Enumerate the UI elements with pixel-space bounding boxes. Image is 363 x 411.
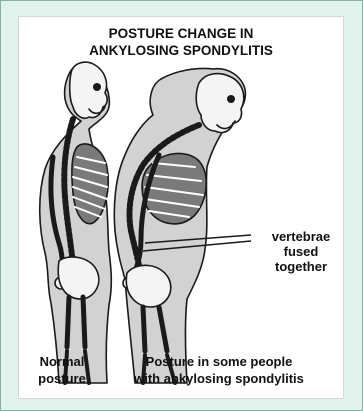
callout-line-1: vertebrae fused [253, 229, 349, 259]
normal-caption-line-2: posture [31, 370, 93, 387]
affected-caption-line-1: Posture in some people [109, 353, 329, 370]
affected-eye-socket [227, 95, 235, 103]
affected-posture-caption: Posture in some people with ankylosing s… [109, 353, 329, 387]
normal-caption-line-1: Normal [31, 353, 93, 370]
affected-caption-line-2: with ankylosing spondylitis [109, 370, 329, 387]
normal-posture-figure [40, 62, 112, 383]
fused-vertebrae-label: vertebrae fused together [253, 229, 349, 274]
affected-posture-figure [114, 68, 245, 383]
callout-line-2: together [253, 259, 349, 274]
normal-eye-socket [93, 83, 101, 91]
normal-skull [70, 62, 107, 118]
figure-panel: POSTURE CHANGE IN ANKYLOSING SPONDYLITIS [18, 16, 344, 399]
normal-posture-caption: Normal posture [31, 353, 93, 387]
posture-illustration [19, 17, 345, 400]
affected-skull [196, 74, 244, 133]
